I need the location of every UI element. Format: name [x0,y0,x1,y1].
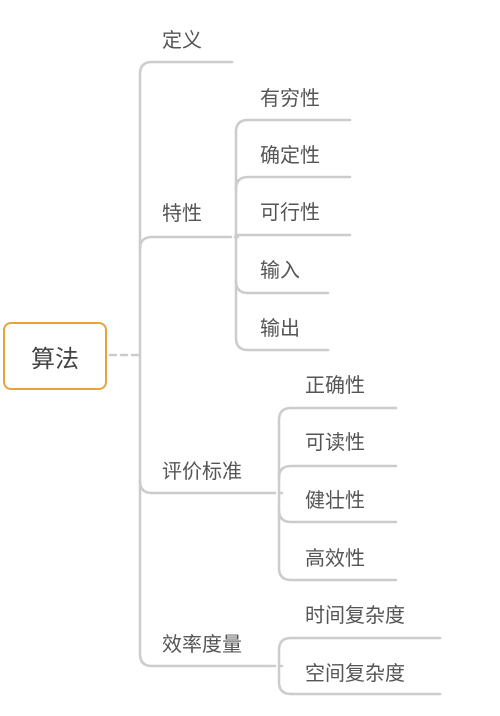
leaf-space-complexity[interactable]: 空间复杂度 [305,661,405,685]
leaf-correctness[interactable]: 正确性 [305,373,365,397]
trunk-measure [277,636,293,696]
leaf-finiteness[interactable]: 有穷性 [260,86,320,110]
leaf-line-2 [234,175,352,191]
branch-measure[interactable]: 效率度量 [162,632,242,656]
leaf-line-7 [277,464,398,480]
leaf-line-4 [234,279,330,295]
leaf-input[interactable]: 输入 [260,258,300,282]
main-trunk [138,60,154,668]
root-node[interactable]: 算法 [3,322,107,390]
leaf-readability[interactable]: 可读性 [305,430,365,454]
branch-line-characteristics [138,235,228,251]
leaf-definiteness[interactable]: 确定性 [260,143,320,167]
branch-definition[interactable]: 定义 [162,28,202,52]
trunk-criteria [277,406,293,582]
leaf-feasibility[interactable]: 可行性 [260,200,320,224]
branch-characteristics[interactable]: 特性 [162,201,202,225]
leaf-output[interactable]: 输出 [260,316,300,340]
leaf-efficiency[interactable]: 高效性 [305,546,365,570]
leaf-time-complexity[interactable]: 时间复杂度 [305,603,405,627]
branch-line-criteria [138,479,272,495]
root-label: 算法 [31,344,79,373]
leaf-line-8 [277,508,398,524]
leaf-robustness[interactable]: 健壮性 [305,488,365,512]
branch-criteria[interactable]: 评价标准 [162,459,242,483]
